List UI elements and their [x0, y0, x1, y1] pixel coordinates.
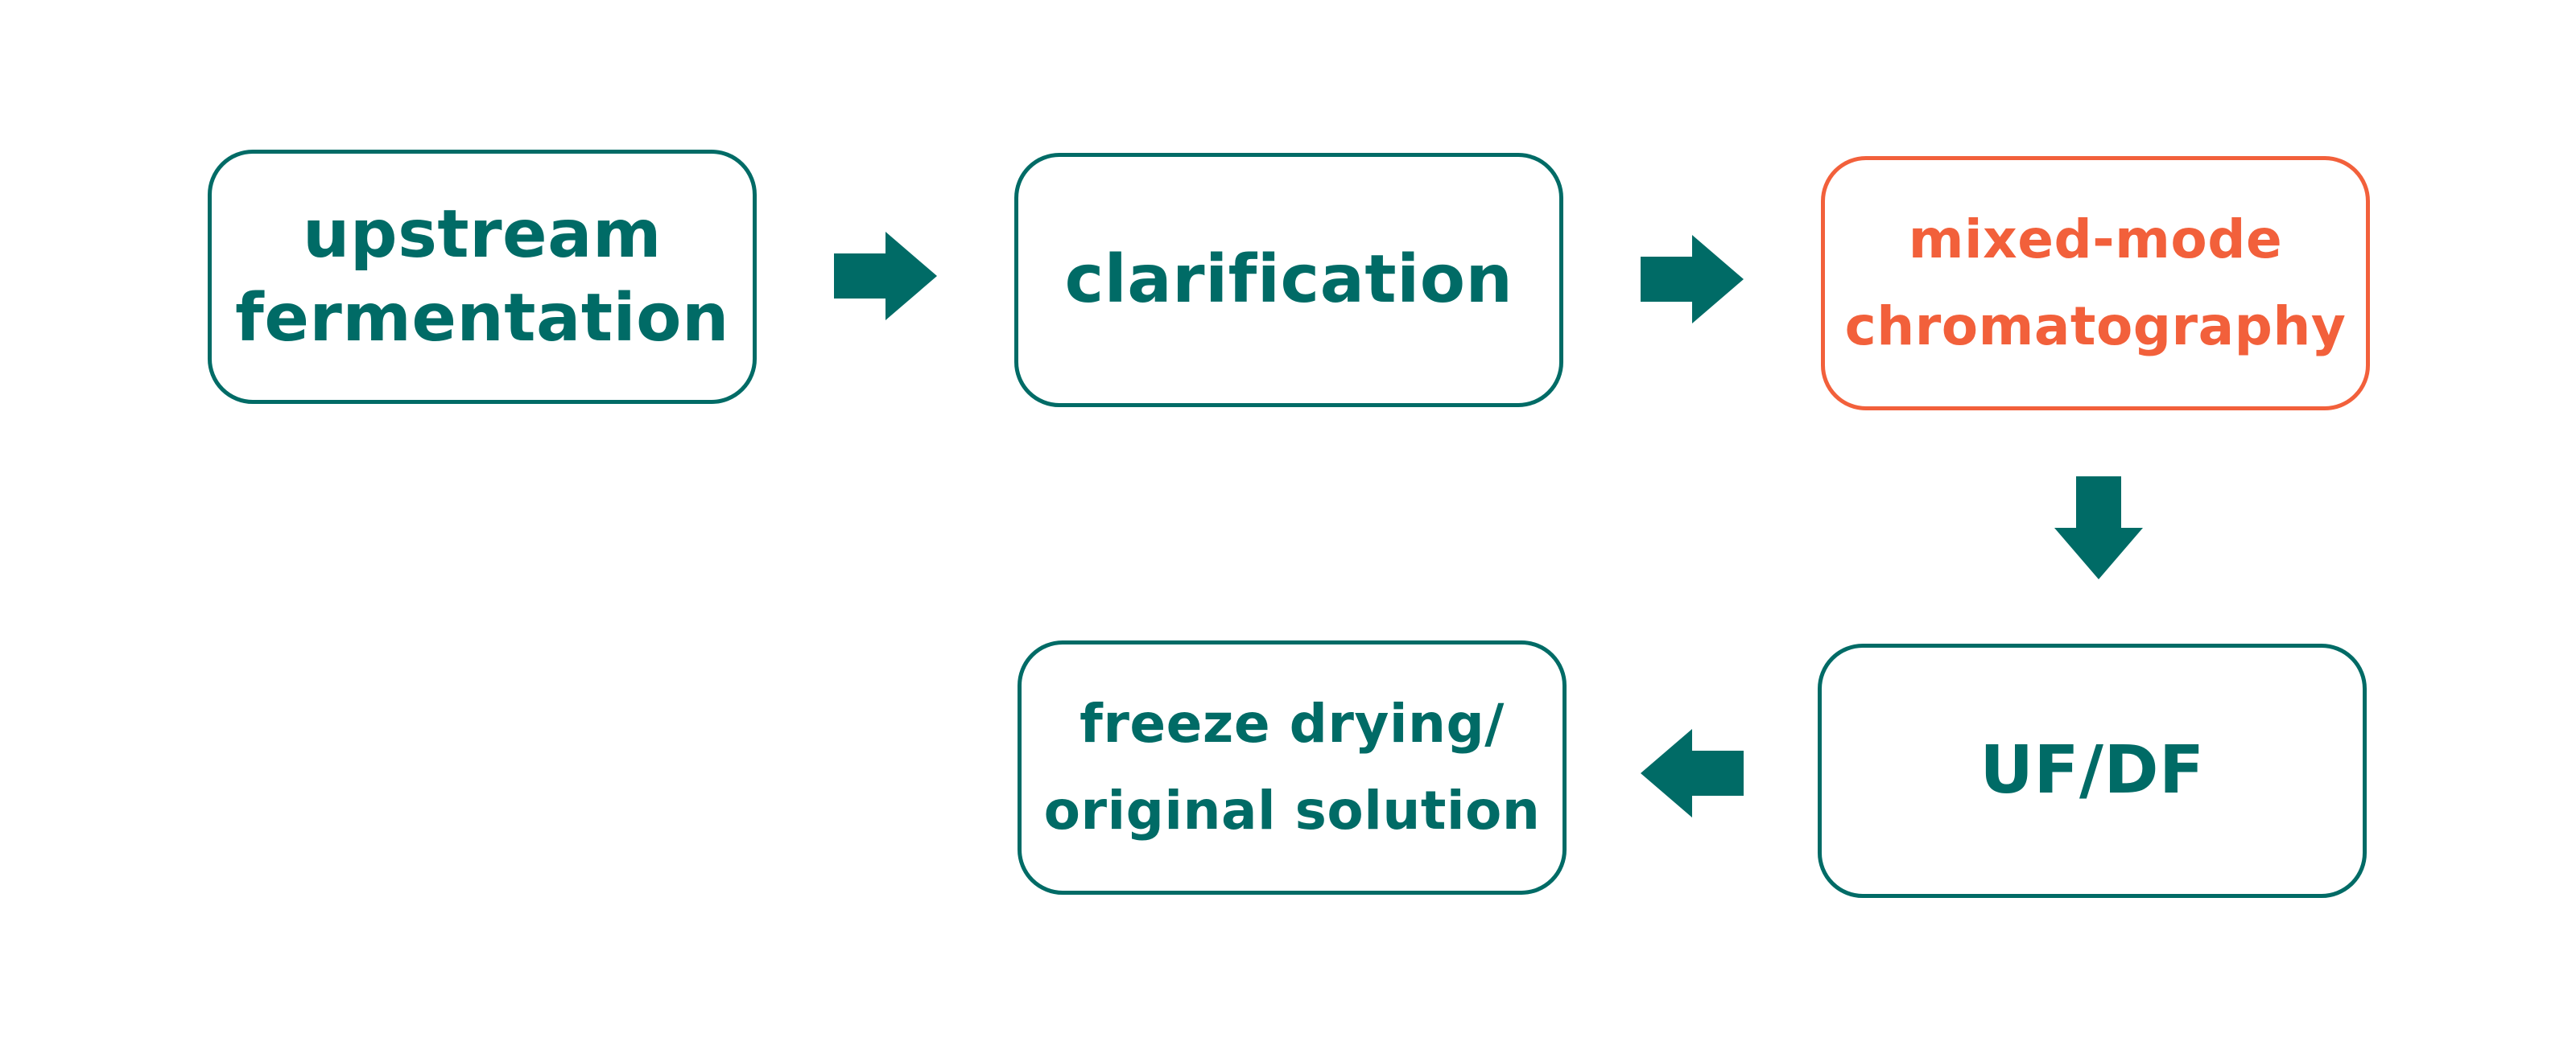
- node-label: upstream: [303, 196, 662, 273]
- node-uf-df: UF/DF: [1818, 644, 2367, 898]
- arrow-down-icon: [2054, 476, 2143, 579]
- node-label: UF/DF: [1979, 732, 2205, 809]
- node-mixed-mode-chromatography: mixed-mode chromatography: [1821, 156, 2370, 410]
- node-upstream-fermentation: upstream fermentation: [208, 150, 757, 404]
- node-label: original solution: [1043, 780, 1541, 842]
- arrow-right-icon: [834, 232, 937, 320]
- arrow-right-icon: [1641, 235, 1744, 323]
- node-label: clarification: [1064, 241, 1513, 318]
- node-clarification: clarification: [1014, 153, 1563, 407]
- node-label: mixed-mode: [1908, 208, 2283, 270]
- node-label: chromatography: [1844, 295, 2347, 357]
- node-label: fermentation: [235, 280, 729, 356]
- node-label: freeze drying/: [1080, 693, 1505, 755]
- node-freeze-drying: freeze drying/ original solution: [1018, 640, 1567, 895]
- arrow-left-icon: [1641, 729, 1744, 817]
